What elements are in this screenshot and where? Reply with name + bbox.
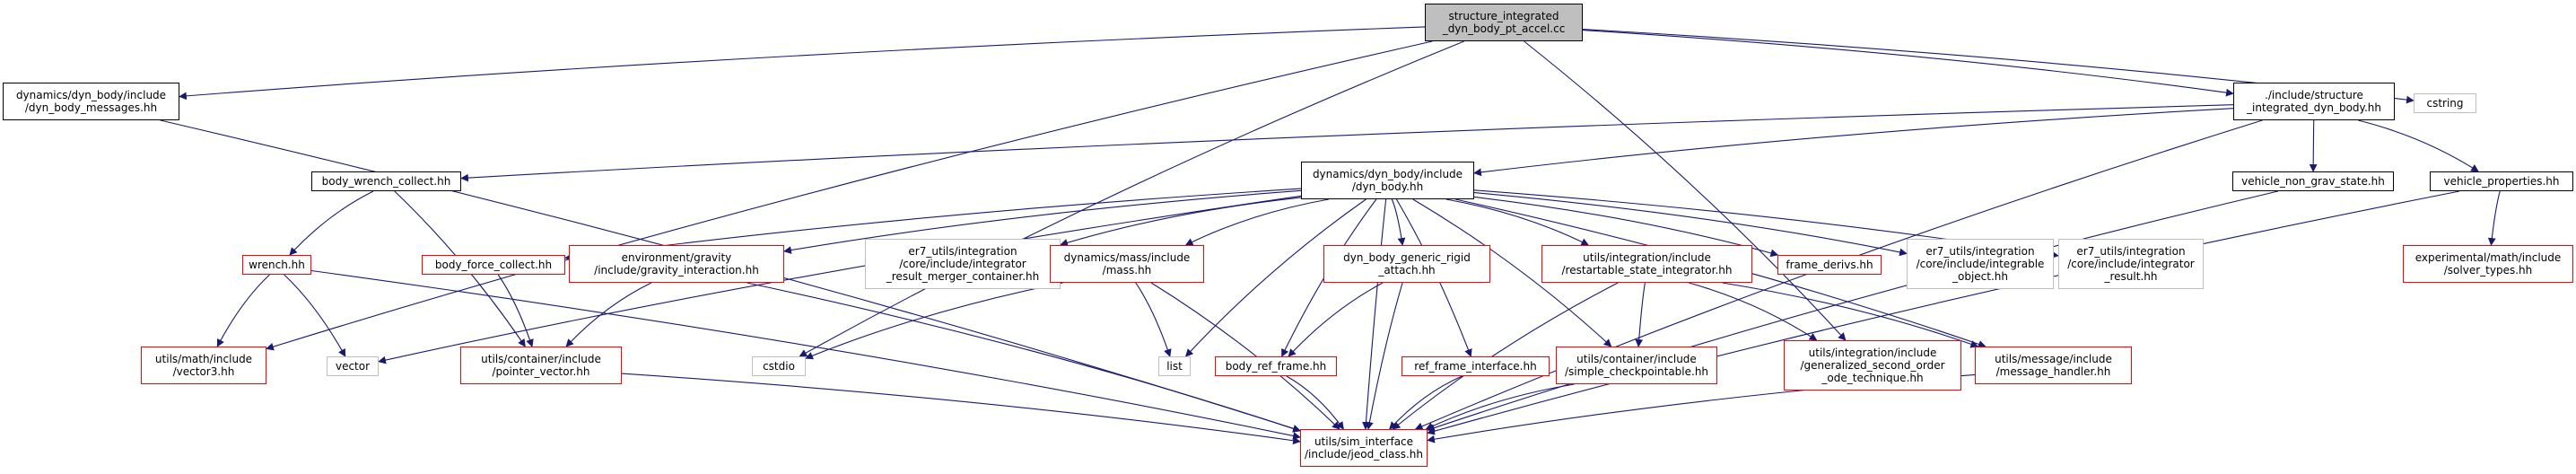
- edge-dynbody-to-vector: [378, 195, 1302, 364]
- edge-rfi-to-jeod: [1389, 375, 1463, 430]
- edges-layer: [160, 26, 2501, 445]
- node-gravity-interaction-hh[interactable]: environment/gravity /include/gravity_int…: [569, 245, 784, 283]
- node-vector3-hh[interactable]: utils/math/include /vector3.hh: [141, 347, 266, 384]
- node-vehicle-non-grav-state-hh[interactable]: vehicle_non_grav_state.hh: [2232, 171, 2394, 191]
- edge-dbgra-to-brf: [1288, 282, 1384, 357]
- edge-pvec-to-jeod: [621, 373, 1301, 445]
- node-wrench-hh[interactable]: wrench.hh: [242, 255, 311, 275]
- edge-rsi-to-mh: [1722, 282, 1979, 348]
- edge-sidb-to-vprop: [2358, 119, 2479, 172]
- edge-rsi-to-jeod: [1392, 282, 1619, 430]
- node-message-handler-hh[interactable]: utils/message/include /message_handler.h…: [1975, 347, 2132, 384]
- edge-wrench-to-vector3: [216, 274, 270, 347]
- edge-sc-to-jeod: [1425, 383, 1575, 430]
- edge-root-to-dbmsg: [179, 26, 1426, 101]
- edge-dynbody-to-mass: [1184, 198, 1329, 246]
- edge-bfc-to-pvec: [497, 274, 534, 347]
- edge-wrench-to-jeod: [310, 269, 1301, 440]
- edge-root-to-gsoo: [1524, 40, 1847, 341]
- node-cstdio[interactable]: cstdio: [752, 356, 806, 376]
- edge-dynbody-to-er7merge: [1060, 197, 1302, 247]
- edge-dynbody-to-er7io: [1473, 192, 1908, 257]
- node-body-force-collect-hh[interactable]: body_force_collect.hh: [422, 255, 565, 275]
- node-vector[interactable]: vector: [327, 356, 379, 376]
- edge-rsi-to-gsoo: [1689, 282, 1818, 341]
- edge-rsi-to-sc: [1635, 282, 1646, 347]
- node-integrator-result-merger-container-hh[interactable]: er7_utils/integration /core/include/inte…: [865, 239, 1061, 289]
- edge-sidb-to-dynbody: [1473, 108, 2234, 177]
- edge-grav-to-jeod: [747, 282, 1301, 433]
- edge-dynbody-to-grav: [783, 189, 1302, 254]
- node-structure-integrated-dyn-body-hh[interactable]: ./include/structure _integrated_dyn_body…: [2233, 83, 2395, 120]
- node-body-wrench-collect-hh[interactable]: body_wrench_collect.hh: [311, 171, 461, 191]
- node-dyn-body-hh[interactable]: dynamics/dyn_body/include /dyn_body.hh: [1301, 162, 1474, 199]
- node-mass-hh[interactable]: dynamics/mass/include /mass.hh: [1050, 245, 1204, 283]
- edge-mass-to-list: [1135, 282, 1172, 357]
- edge-grav-to-pvec: [565, 282, 652, 347]
- node-restartable-state-integrator-hh[interactable]: utils/integration/include /restartable_s…: [1541, 245, 1752, 283]
- edge-root-to-vector3: [266, 40, 1433, 351]
- edge-dynbody-to-rsi: [1445, 198, 1590, 246]
- node-generalized-second-order-ode-technique-hh[interactable]: utils/integration/include /generalized_s…: [1784, 340, 1961, 391]
- node-dyn-body-generic-rigid-attach-hh[interactable]: dyn_body_generic_rigid _attach.hh: [1323, 245, 1490, 283]
- node-dyn-body-messages-hh[interactable]: dynamics/dyn_body/include /dyn_body_mess…: [3, 83, 179, 120]
- node-frame-derivs-hh[interactable]: frame_derivs.hh: [1777, 255, 1882, 275]
- node-structure-integrated-dyn-body-pt-accel-cc[interactable]: structure_integrated _dyn_body_pt_accel.…: [1425, 4, 1583, 41]
- edge-bwc-to-wrench: [289, 190, 374, 256]
- node-ref-frame-interface-hh[interactable]: ref_frame_interface.hh: [1402, 356, 1550, 376]
- edge-root-to-cstdio: [799, 40, 1464, 357]
- edge-dbgra-to-jeod: [1366, 282, 1403, 430]
- node-cstring[interactable]: cstring: [2414, 93, 2476, 113]
- edge-wrench-to-vector: [284, 274, 346, 357]
- node-pointer-vector-hh[interactable]: utils/container/include /pointer_vector.…: [460, 347, 622, 384]
- edge-root-to-sidb: [1582, 30, 2234, 97]
- node-integrable-object-hh[interactable]: er7_utils/integration /core/include/inte…: [1907, 239, 2054, 289]
- edge-vngs-to-jeod: [1427, 190, 2278, 432]
- edge-dynbody-to-sc: [1412, 198, 1612, 347]
- node-list[interactable]: list: [1158, 356, 1191, 376]
- node-jeod-class-hh[interactable]: utils/sim_interface /include/jeod_class.…: [1300, 429, 1428, 467]
- edge-sidb-to-bwc: [460, 104, 2234, 182]
- node-integrator-result-hh[interactable]: er7_utils/integration /core/include/inte…: [2058, 239, 2204, 289]
- edge-sidb-to-vngs: [2309, 119, 2318, 172]
- node-vehicle-properties-hh[interactable]: vehicle_properties.hh: [2430, 171, 2573, 191]
- node-body-ref-frame-hh[interactable]: body_ref_frame.hh: [1215, 356, 1337, 376]
- edge-mass-to-jeod: [1150, 282, 1340, 430]
- edge-vprop-to-solver: [2487, 190, 2501, 246]
- edge-dynbody-to-list: [1185, 198, 1367, 357]
- edge-brf-to-jeod: [1286, 375, 1344, 430]
- node-simple-checkpointable-hh[interactable]: utils/container/include /simple_checkpoi…: [1556, 347, 1717, 384]
- node-solver-types-hh[interactable]: experimental/math/include /solver_types.…: [2403, 245, 2573, 283]
- edge-mass-to-cstdio: [805, 282, 1063, 360]
- edge-vprop-to-jeod: [1427, 190, 2460, 435]
- edge-dynbody-to-dbgra: [1391, 198, 1406, 246]
- edge-dynbody-to-jeod: [1362, 198, 1387, 430]
